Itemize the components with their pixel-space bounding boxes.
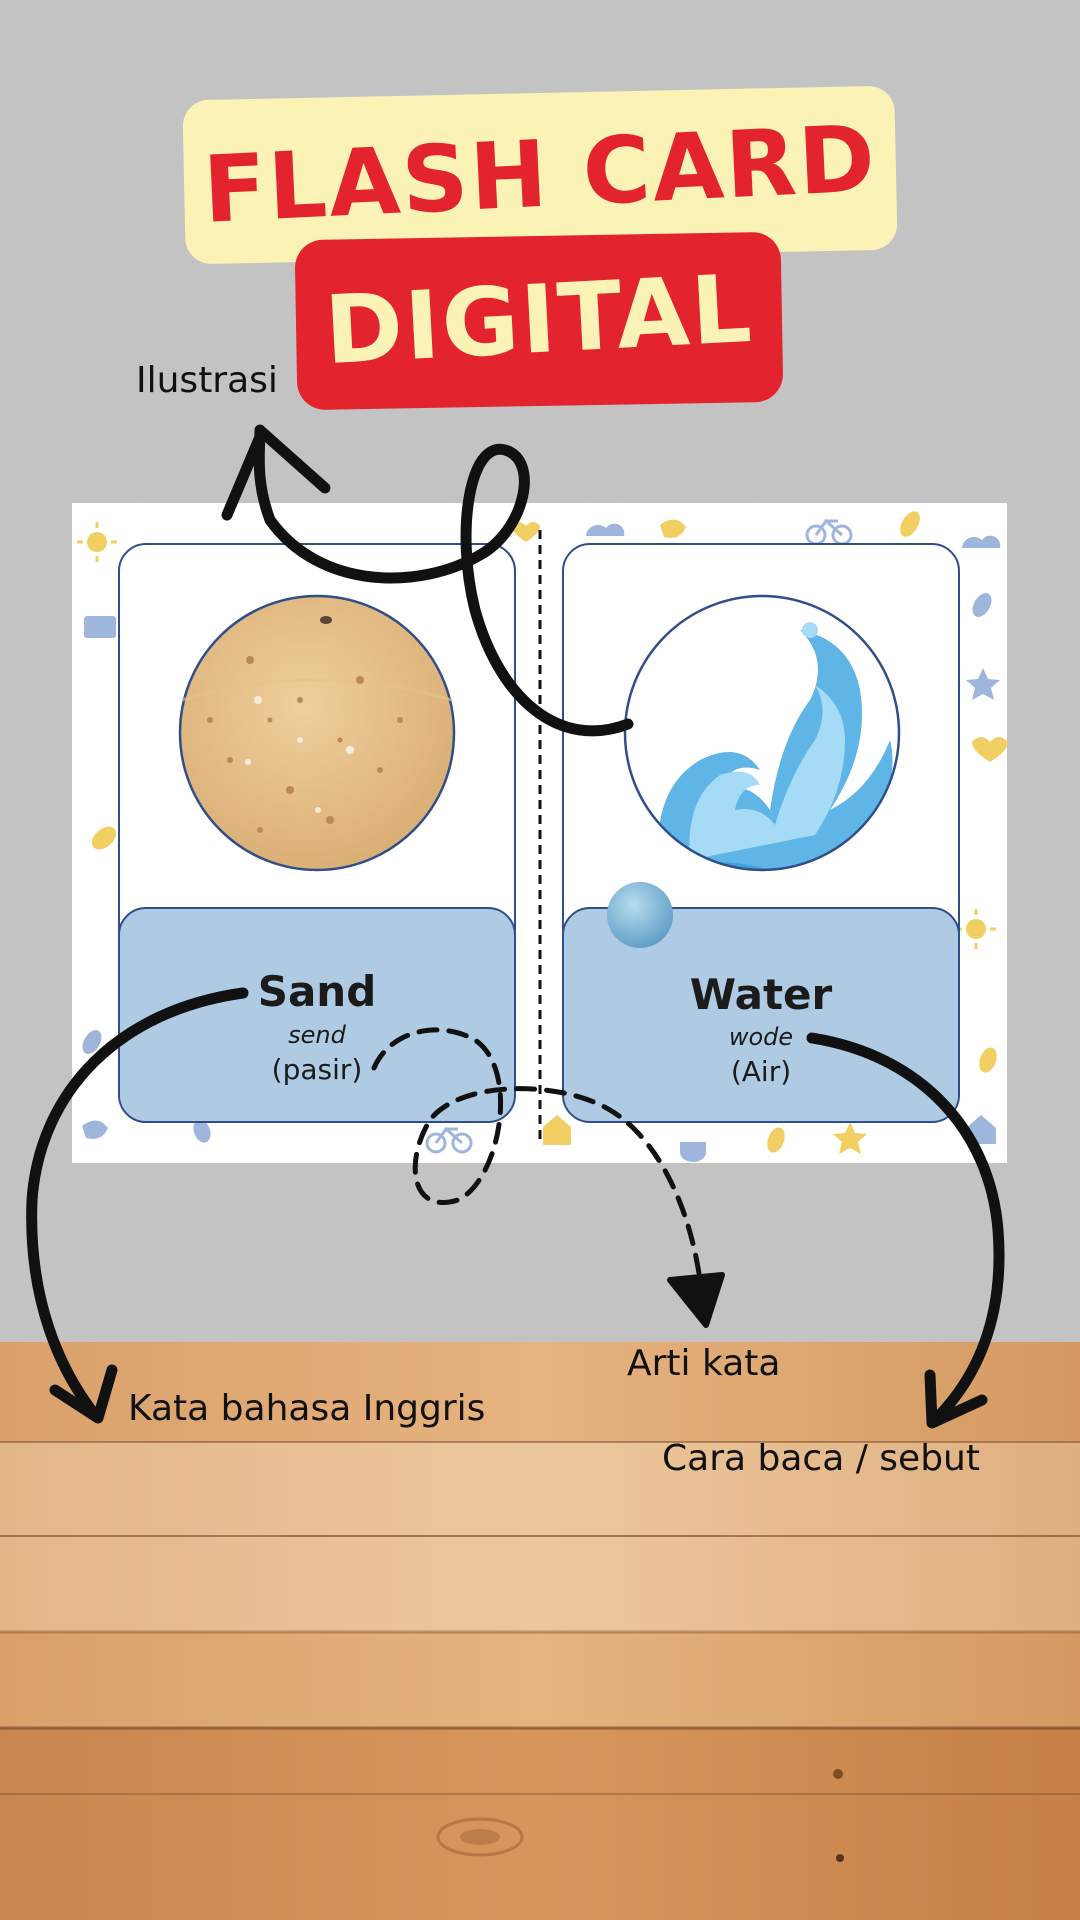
heart-icon: [512, 522, 540, 542]
arrow-to-english-word: [26, 987, 249, 1421]
leaf-icon: [82, 1030, 102, 1054]
cloud-icon: [586, 523, 625, 536]
arrowhead-meaning: [667, 1272, 725, 1328]
english-word: Water: [689, 970, 833, 1019]
bicycle-icon: [425, 1126, 473, 1154]
pronunciation: send: [288, 1021, 346, 1049]
sun-icon: [966, 919, 986, 939]
arrow-to-pronunciation: [806, 1032, 1005, 1426]
label-english-word: Kata bahasa Inggris: [128, 1388, 486, 1429]
arrow-to-meaning: [371, 1027, 703, 1283]
arrowhead-english-word: [49, 1364, 118, 1424]
label-meaning: Arti kata: [627, 1343, 781, 1384]
word-meaning: (Air): [730, 1055, 792, 1088]
word-meaning: (pasir): [271, 1053, 363, 1086]
heart-icon: [972, 737, 1008, 762]
bird-icon: [660, 519, 686, 538]
cup-icon: [680, 1142, 706, 1162]
leaf-icon: [900, 511, 920, 537]
label-pronunciation: Cara baca / sebut: [662, 1438, 980, 1479]
book-icon: [84, 616, 116, 638]
card-word-panel: [120, 907, 514, 1121]
wooden-table: [0, 1342, 1080, 1920]
sand-illustration: [178, 594, 456, 872]
leaf-icon: [979, 1047, 997, 1073]
house-icon: [543, 1115, 571, 1145]
sun-icon: [87, 532, 107, 552]
leaf-icon: [972, 593, 992, 617]
star-icon: [966, 668, 1000, 700]
arrowhead-illustration: [221, 426, 331, 521]
leaf-icon: [193, 1119, 211, 1143]
label-illustration: Ilustrasi: [136, 360, 278, 401]
arrowhead-pronunciation: [924, 1369, 988, 1429]
pronunciation: wode: [728, 1023, 794, 1051]
water-illustration: [607, 594, 901, 948]
star-icon: [833, 1122, 867, 1154]
leaf-icon: [91, 826, 117, 850]
english-word: Sand: [257, 967, 377, 1016]
cloud-icon: [962, 535, 1001, 548]
bird-icon: [82, 1120, 108, 1139]
arrow-to-illustration: [253, 424, 634, 737]
card-word-panel: [564, 907, 958, 1121]
leaf-icon: [767, 1127, 785, 1153]
